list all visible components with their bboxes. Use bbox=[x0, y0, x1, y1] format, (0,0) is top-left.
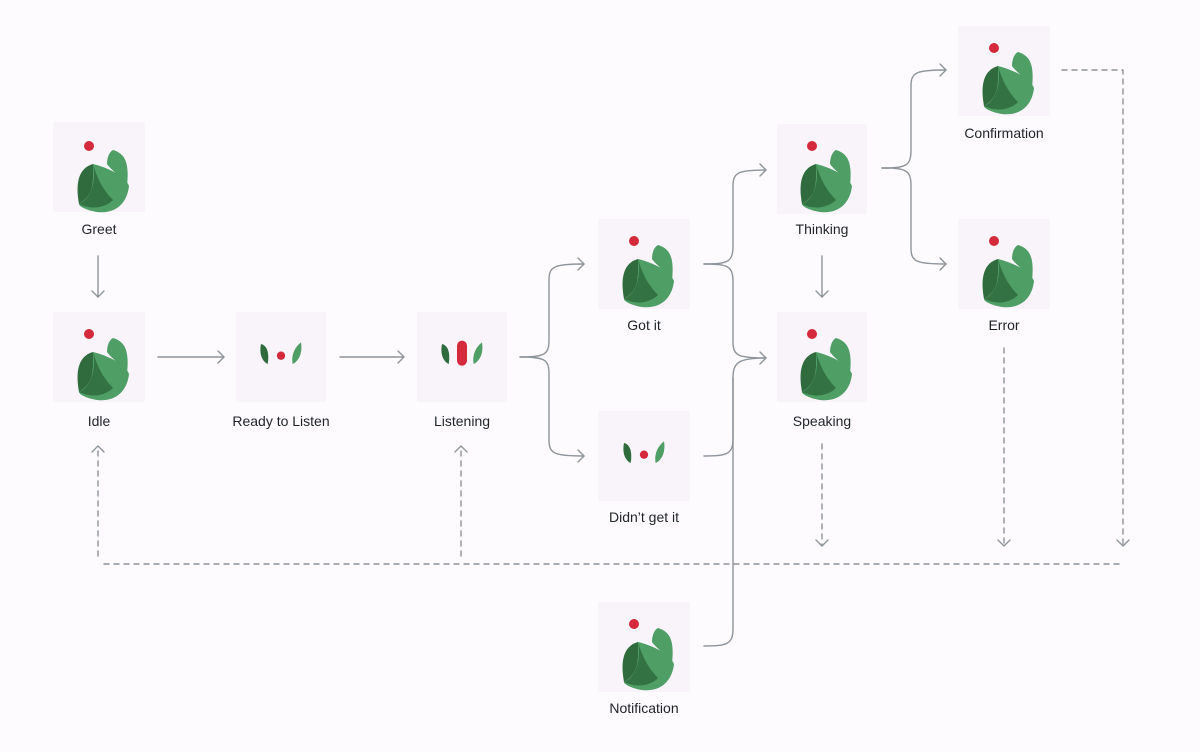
node-ready-to-listen[interactable]: Ready to Listen bbox=[232, 312, 330, 429]
edge-thinking-speaking-arrowhead bbox=[815, 290, 829, 298]
node-got-it[interactable]: Got it bbox=[598, 219, 690, 333]
edge-speaking-return-arrowhead bbox=[815, 539, 829, 547]
edge-listening-gotit bbox=[519, 263, 585, 358]
edge-idle-ready-arrowhead bbox=[217, 350, 225, 364]
node-label-listening: Listening bbox=[434, 413, 490, 429]
node-label-notification: Notification bbox=[609, 700, 678, 716]
node-confirmation[interactable]: Confirmation bbox=[958, 26, 1050, 141]
node-listening[interactable]: Listening bbox=[417, 312, 507, 429]
node-notification[interactable]: Notification bbox=[598, 602, 690, 716]
node-label-error: Error bbox=[988, 317, 1019, 333]
edge-gotit-thinking bbox=[703, 169, 767, 265]
edge-to-speaking-arrowhead bbox=[759, 351, 767, 365]
node-idle[interactable]: Idle bbox=[53, 312, 145, 429]
node-label-confirmation: Confirmation bbox=[964, 125, 1043, 141]
edge-error-return-arrowhead bbox=[997, 539, 1011, 547]
edge-thinking-error-arrowhead bbox=[939, 257, 947, 271]
node-label-thinking: Thinking bbox=[796, 221, 849, 237]
edge-notification-speaking bbox=[703, 377, 734, 647]
node-label-greet: Greet bbox=[81, 221, 116, 237]
node-error[interactable]: Error bbox=[958, 219, 1050, 333]
edge-greet-idle-arrowhead bbox=[91, 290, 105, 298]
edge-listening-didnt-arrowhead bbox=[577, 449, 585, 463]
node-label-ready-to-listen: Ready to Listen bbox=[232, 413, 329, 429]
node-speaking[interactable]: Speaking bbox=[777, 312, 867, 429]
node-label-got-it: Got it bbox=[627, 317, 661, 333]
edge-didnt-speaking bbox=[703, 357, 767, 457]
edge-listening-didnt bbox=[519, 356, 585, 457]
edge-ready-listening-arrowhead bbox=[397, 350, 405, 364]
edge-return-listening-arrowhead bbox=[454, 445, 468, 453]
edge-thinking-confirmation bbox=[881, 69, 947, 169]
edge-gotit-speaking bbox=[703, 263, 767, 359]
edge-thinking-error bbox=[881, 167, 947, 265]
edge-confirmation-return-arrowhead bbox=[1116, 539, 1130, 547]
edge-listening-gotit-arrowhead bbox=[577, 257, 585, 271]
node-greet[interactable]: Greet bbox=[53, 122, 145, 237]
node-didnt-get-it[interactable]: Didn’t get it bbox=[598, 411, 690, 525]
edge-gotit-thinking-arrowhead bbox=[759, 163, 767, 177]
edge-confirmation-return bbox=[1061, 69, 1124, 547]
node-label-idle: Idle bbox=[88, 413, 111, 429]
node-thinking[interactable]: Thinking bbox=[777, 124, 867, 237]
edge-return-idle-arrowhead bbox=[91, 445, 105, 453]
node-label-speaking: Speaking bbox=[793, 413, 851, 429]
edge-thinking-confirmation-arrowhead bbox=[939, 63, 947, 77]
node-label-didnt-get-it: Didn’t get it bbox=[609, 509, 679, 525]
